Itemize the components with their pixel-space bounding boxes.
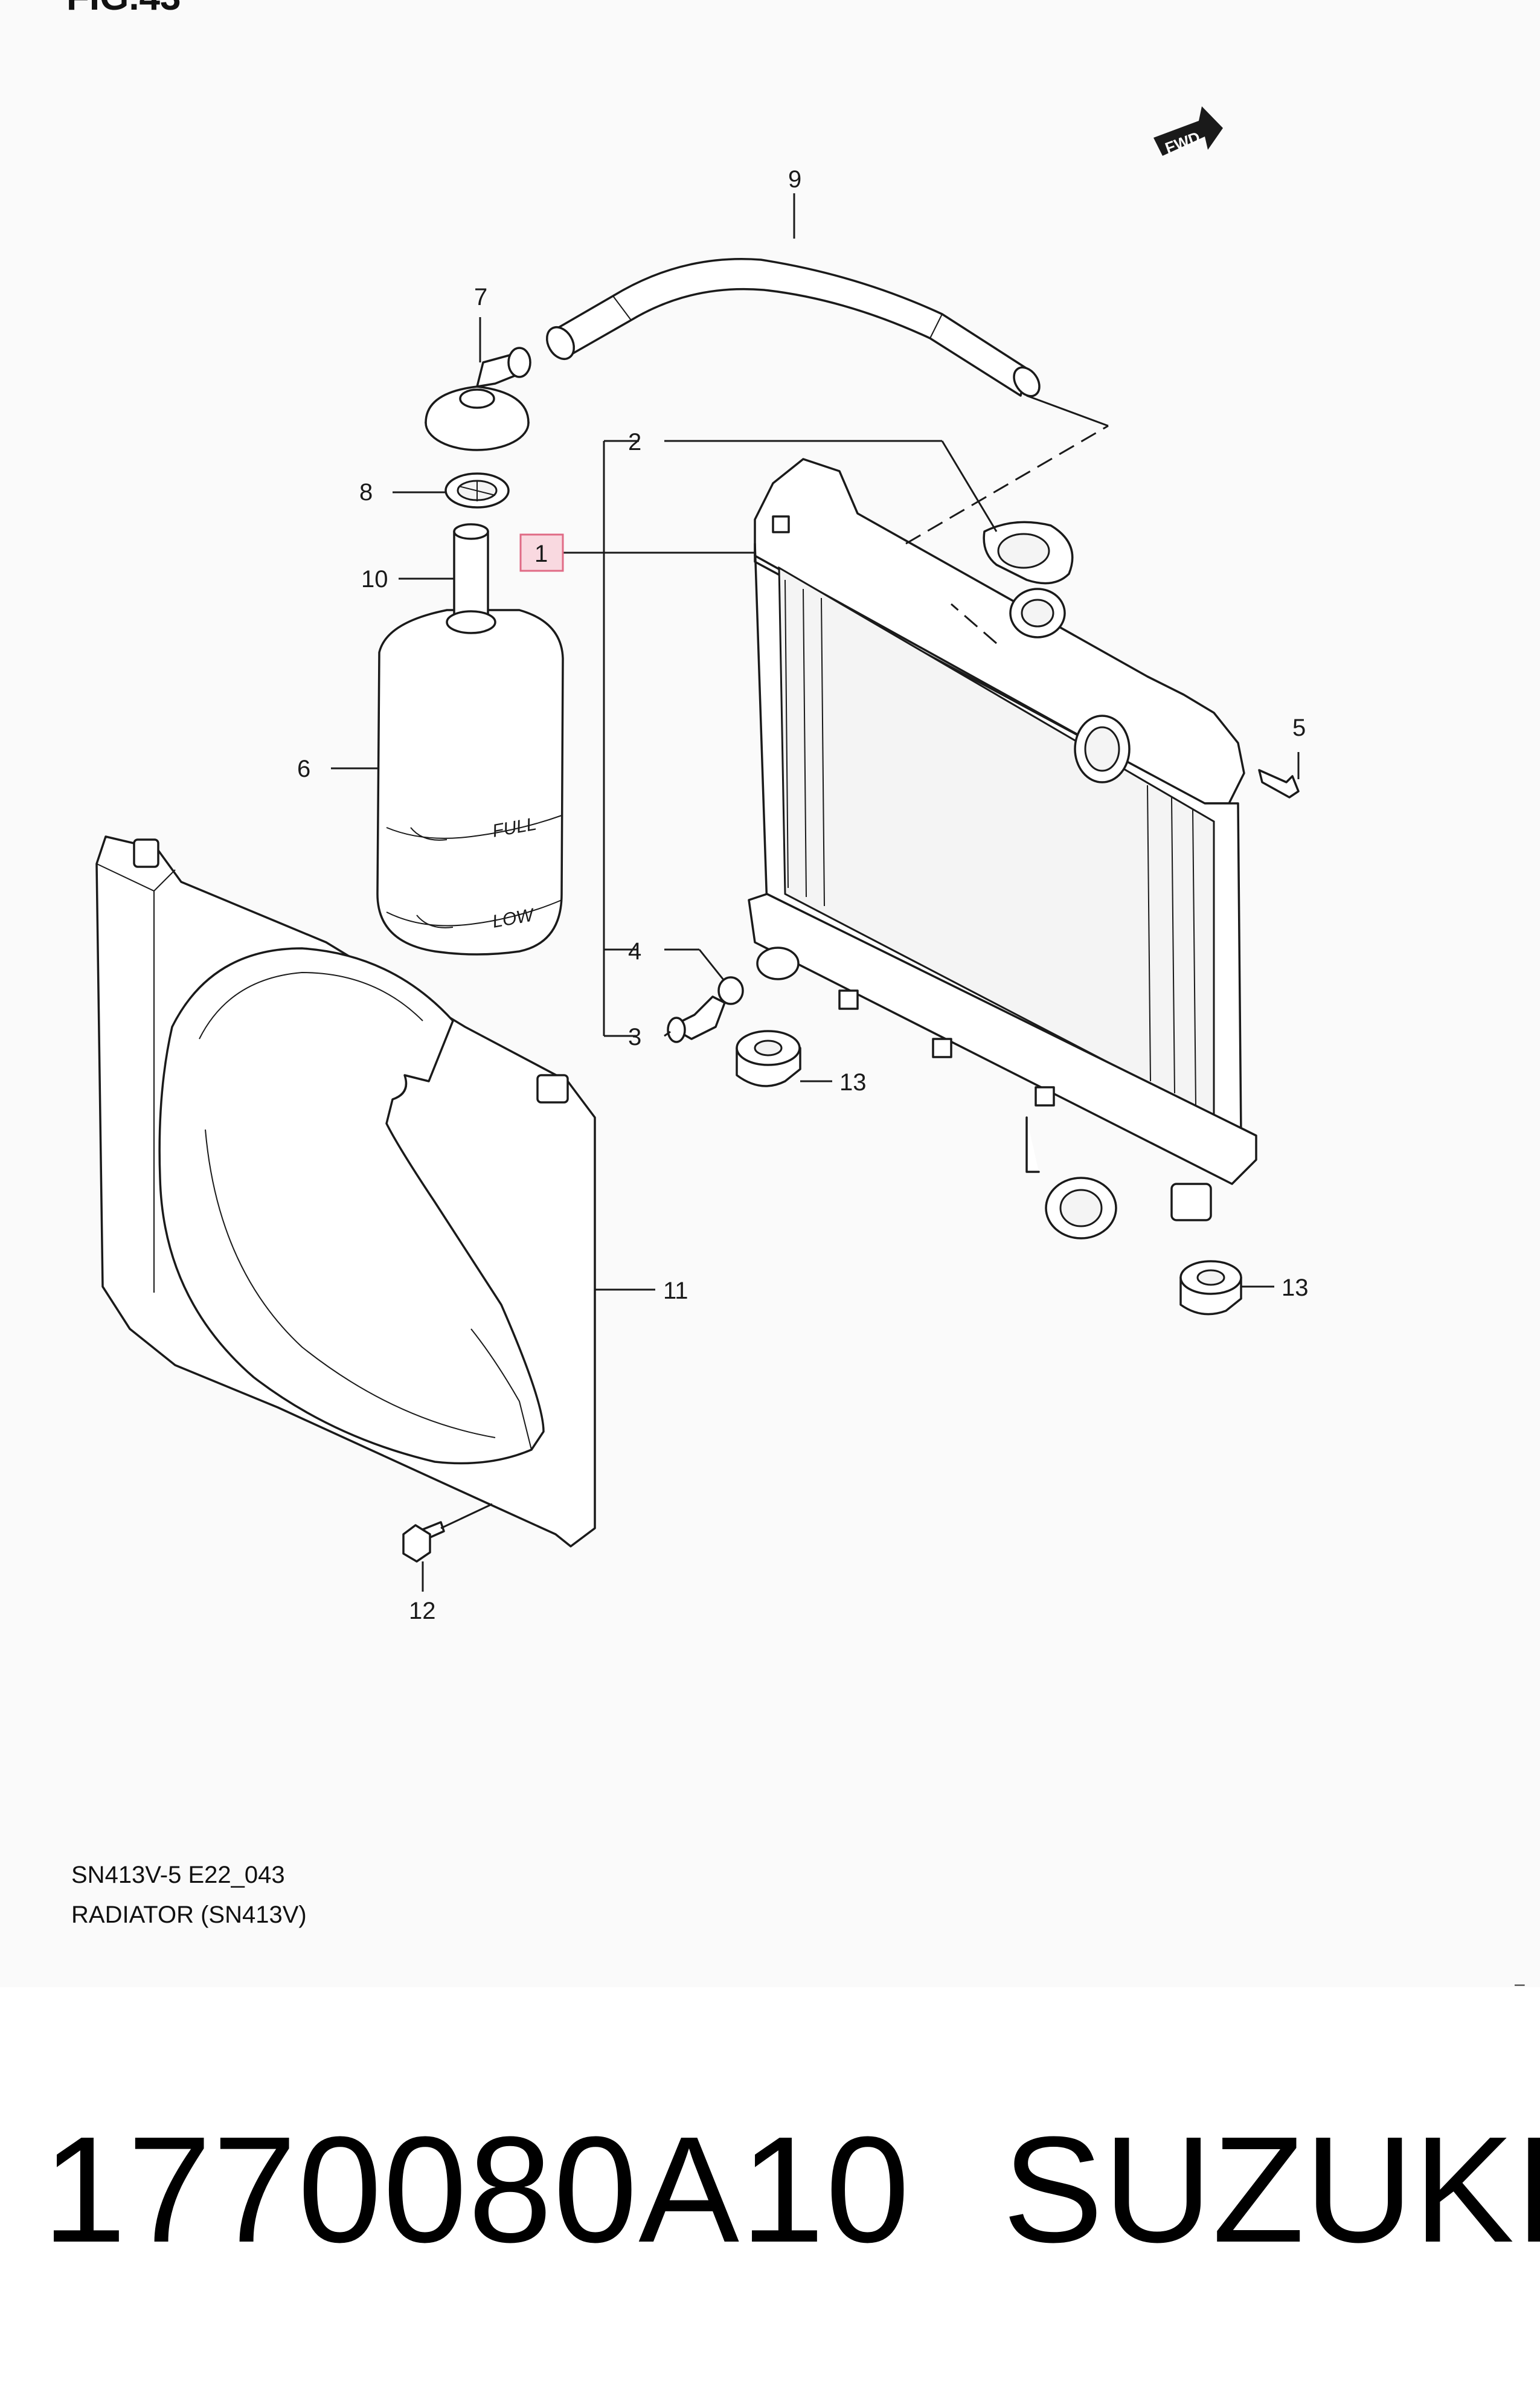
diagram-title: RADIATOR (SN413V) [71, 1902, 307, 1928]
diagram-code: SN413V-5 E22_043 [71, 1862, 285, 1888]
part-8-seal[interactable] [444, 472, 510, 509]
callout-5[interactable]: 5 [1292, 715, 1306, 741]
callout-8[interactable]: 8 [359, 479, 373, 506]
callout-9[interactable]: 9 [788, 166, 801, 193]
corner-mark: – [1515, 1974, 1525, 1994]
callout-6[interactable]: 6 [297, 756, 310, 782]
callout-2[interactable]: 2 [628, 429, 641, 455]
radiator-core-fins [784, 579, 1196, 1106]
part-9-hose[interactable] [542, 258, 1045, 401]
callout-4[interactable]: 4 [628, 938, 641, 965]
part-3-drain-plug[interactable] [667, 995, 726, 1043]
callout-labels: 1 2 3 4 5 6 7 8 9 10 11 12 13 13 [297, 166, 1309, 1624]
brand-name: SUZUKI [1003, 2105, 1540, 2274]
part-4-o-ring[interactable] [717, 976, 744, 1005]
part-5-bolt[interactable] [1258, 769, 1300, 799]
part-number: 1770080A10 [42, 2105, 911, 2274]
part-13-mount-upper[interactable] [736, 1030, 801, 1087]
callout-13-upper[interactable]: 13 [839, 1069, 867, 1096]
part-2-radiator-cap[interactable] [983, 521, 1074, 585]
part-6-reservoir-tank[interactable]: FULL LOW [376, 609, 564, 956]
callout-1[interactable]: 1 [534, 541, 548, 567]
callout-1-highlight[interactable] [519, 533, 564, 572]
radiator-exploded-diagram: FWD FULL LOW [95, 106, 1309, 1624]
callout-7[interactable]: 7 [474, 284, 487, 310]
figure-header: FIG.43 [66, 0, 181, 19]
part-12-bolt[interactable] [402, 1521, 445, 1563]
callout-12[interactable]: 12 [409, 1598, 436, 1624]
leader-lines [331, 193, 1300, 1592]
part-13-mount-lower[interactable] [1179, 1260, 1242, 1316]
part-11-fan-shroud[interactable] [95, 835, 596, 1548]
part-10-filler-neck[interactable] [446, 523, 496, 634]
part-1-radiator[interactable] [748, 458, 1257, 1239]
callout-11[interactable]: 11 [663, 1278, 688, 1304]
fwd-arrow-icon: FWD [1153, 106, 1223, 157]
callout-3[interactable]: 3 [628, 1024, 641, 1050]
callout-10[interactable]: 10 [361, 566, 388, 593]
part-7-reservoir-cap[interactable] [425, 347, 531, 451]
callout-13-lower[interactable]: 13 [1282, 1275, 1309, 1301]
